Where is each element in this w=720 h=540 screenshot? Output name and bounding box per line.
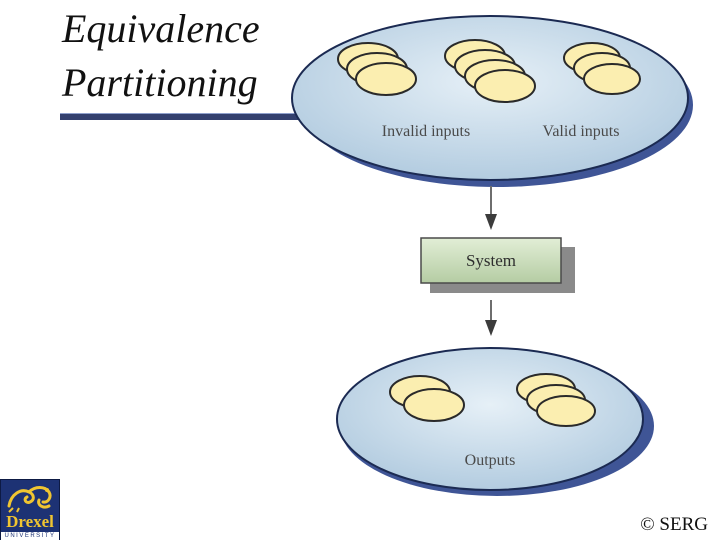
valid-inputs-label: Valid inputs [543,123,620,140]
partition [474,69,536,103]
partition [403,388,465,422]
slide-title: Equivalence Partitioning [62,2,260,110]
arrow-input-to-system [485,186,497,230]
invalid-inputs-label: Invalid inputs [382,123,470,140]
partition [583,63,641,95]
copyright-notice: © SERG [640,514,708,535]
title-line-2: Partitioning [62,60,258,105]
system-box-rect [420,237,562,284]
title-line-1: Equivalence [62,6,260,51]
output-partitions-right [516,373,596,427]
partition [355,62,417,96]
output-partitions-left [389,375,465,422]
input-domain: Invalid inputs Valid inputs [291,15,693,187]
dragon-icon [7,486,52,513]
output-domain: Outputs [336,347,654,496]
valid-input-partitions [563,42,641,95]
logo-subtitle: UNIVERSITY [1,532,59,540]
system-label: System [466,251,516,270]
drexel-logo: Drexel UNIVERSITY [0,479,60,540]
title-underline [60,113,302,120]
middle-partitions [444,39,536,103]
system-box: System [420,237,575,293]
outputs-label: Outputs [465,452,516,469]
invalid-input-partitions [337,42,417,96]
partition [536,395,596,427]
logo-wordmark: Drexel [6,512,54,531]
arrow-system-to-output [485,300,497,336]
